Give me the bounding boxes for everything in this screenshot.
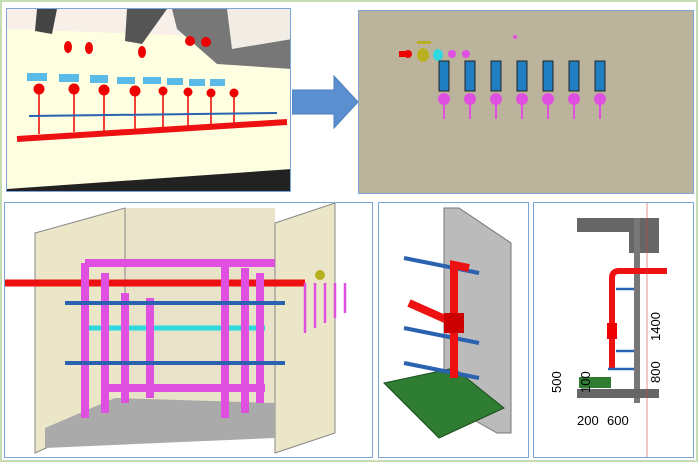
- dimension-100: 100: [578, 371, 593, 393]
- dimension-500: 500: [549, 371, 564, 393]
- panel-elevation-view: [358, 10, 694, 194]
- manifold-unit: [464, 60, 476, 119]
- panel-3d-pump-room: [4, 202, 373, 458]
- manifold-unit: [542, 60, 554, 119]
- dimension-200: 200: [577, 413, 599, 428]
- manifold-unit: [516, 60, 528, 119]
- manifold-unit: [594, 60, 606, 119]
- transition-arrow: [292, 74, 360, 130]
- panel-section-drawing: 1400 800 500 100 200 600: [533, 202, 694, 458]
- dimension-600: 600: [607, 413, 629, 428]
- manifold-unit: [490, 60, 502, 119]
- manifold-unit: [438, 60, 450, 119]
- dimension-1400: 1400: [648, 312, 663, 341]
- panel-wall-piping-view: [6, 8, 291, 192]
- panel-3d-riser-detail: [378, 202, 529, 458]
- dimension-800: 800: [648, 361, 663, 383]
- manifold-unit: [568, 60, 580, 119]
